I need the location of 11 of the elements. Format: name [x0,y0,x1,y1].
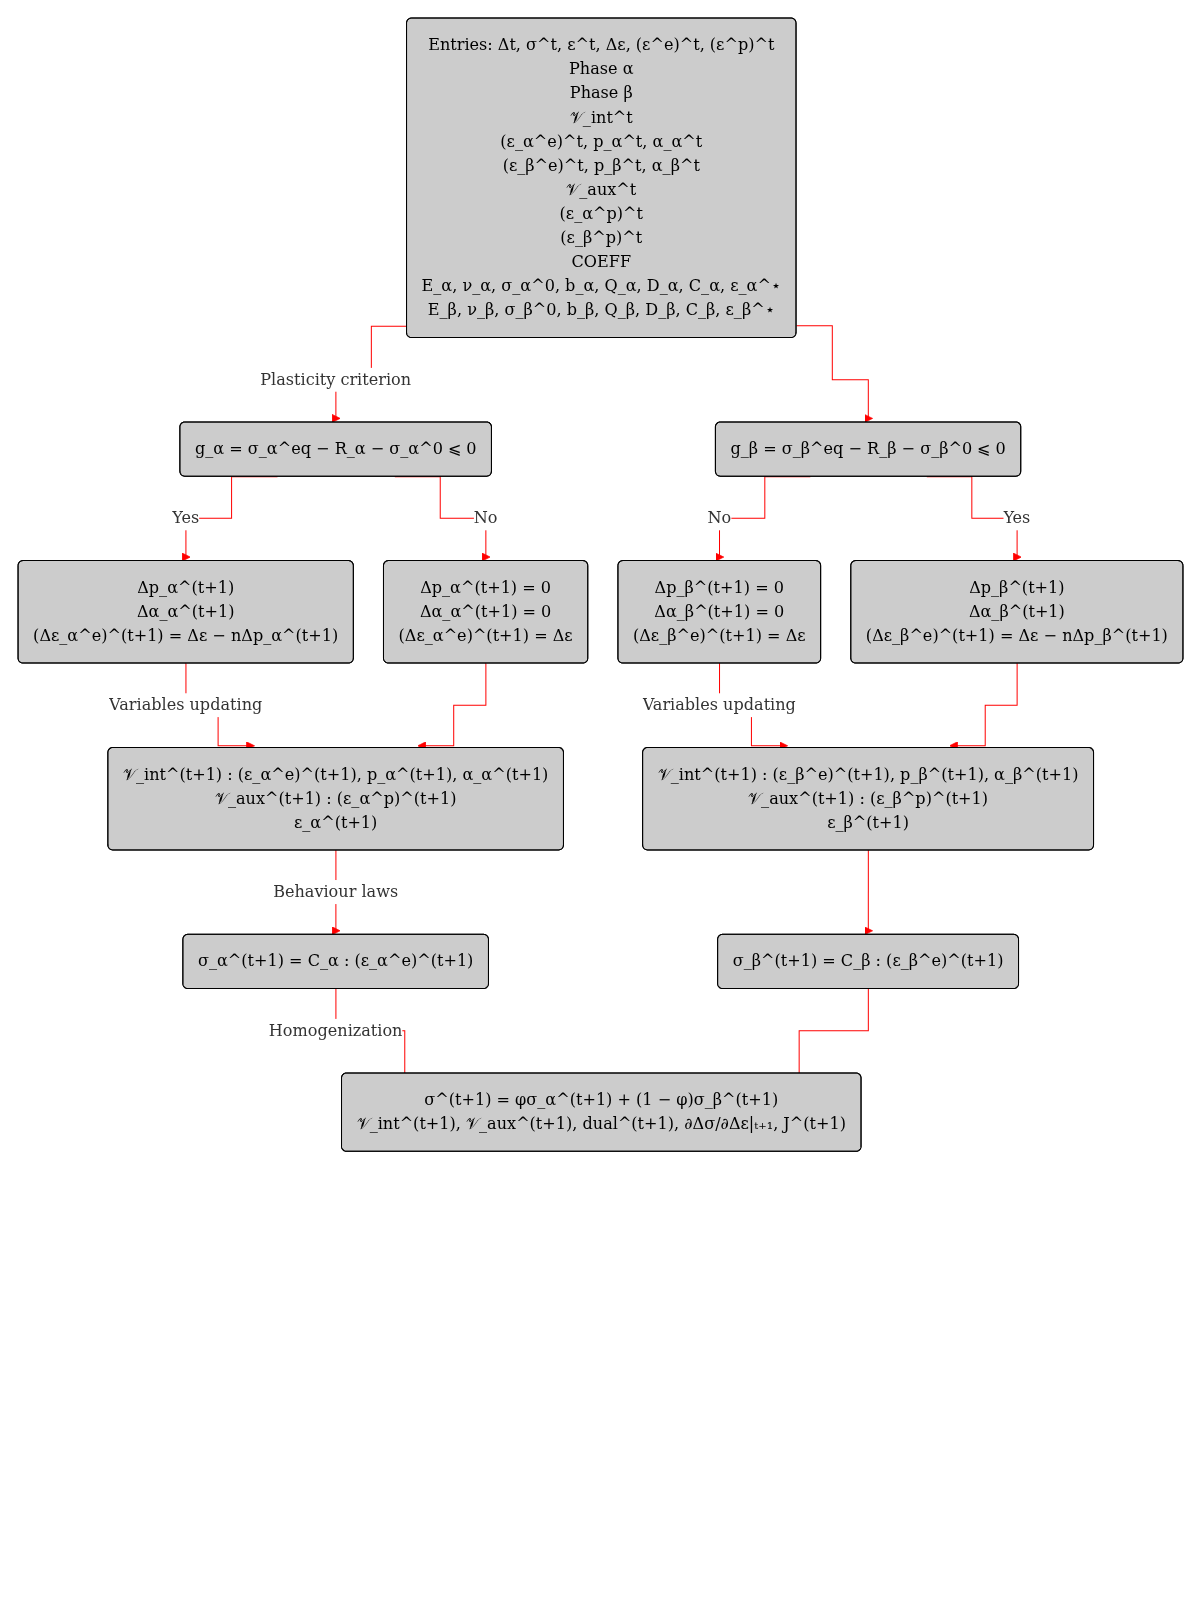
edge-label: No [473,508,498,528]
edge-label: No [707,508,732,528]
arrow [864,849,873,936]
edge-label: Yes [172,508,200,528]
edge-label: Homogenization [268,1020,403,1040]
edge-label: Variables updating [109,695,263,715]
edge-label: Behaviour laws [273,882,399,902]
edge-label: Variables updating [642,695,796,715]
edge-label: Plasticity criterion [260,369,412,389]
edge-label: Yes [1003,508,1031,528]
arrow [796,325,873,423]
